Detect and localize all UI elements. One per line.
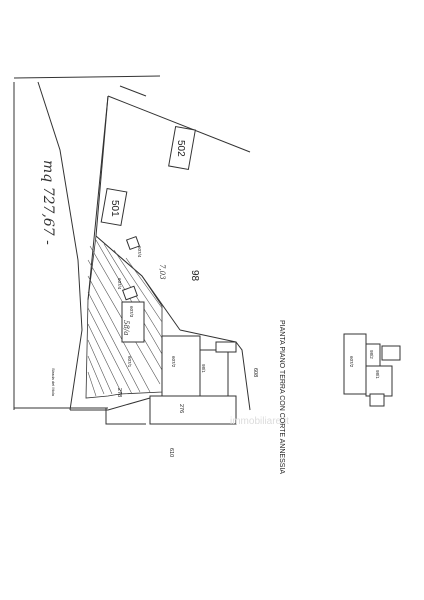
label-276: 276 [178, 404, 184, 413]
road-strip [13, 75, 161, 411]
label-607-1: 607/1 [127, 356, 132, 368]
label-607-4: 607/4 [137, 246, 142, 258]
parcel-box-502 [168, 125, 196, 171]
inset-plan [343, 333, 401, 407]
watermark: immobiliare.it [230, 416, 289, 427]
label-98-1: 98/1 [201, 364, 206, 373]
handwritten-parcel: 58/a [122, 320, 130, 335]
label-501: 501 [109, 200, 120, 217]
label-278: 278 [116, 388, 122, 397]
handwritten-area: mq 727,67 - [40, 160, 56, 245]
handwritten-cote: 7,03 [158, 264, 166, 280]
label-98: 98 [189, 270, 200, 282]
plan-title: PIANTA PIANO TERRA CON CORTE ANNESSIA [278, 320, 285, 474]
label-608: 608 [252, 368, 258, 377]
label-502: 502 [175, 140, 186, 157]
inset-label-607-2: 607/2 [349, 356, 354, 368]
label-610: 610 [168, 448, 174, 457]
parcel-box-501 [100, 187, 128, 227]
inset-label-98-2: 98/2 [369, 350, 374, 359]
inset-label-98-1: 98/1 [375, 370, 380, 379]
label-607-2: 607/2 [171, 356, 176, 368]
road-label: Strada del Mola [51, 368, 56, 397]
label-607-3: 607/3 [129, 306, 134, 318]
small-sheds [121, 235, 145, 343]
label-607-4b: 607/4 [117, 278, 122, 290]
building-main [149, 335, 237, 425]
